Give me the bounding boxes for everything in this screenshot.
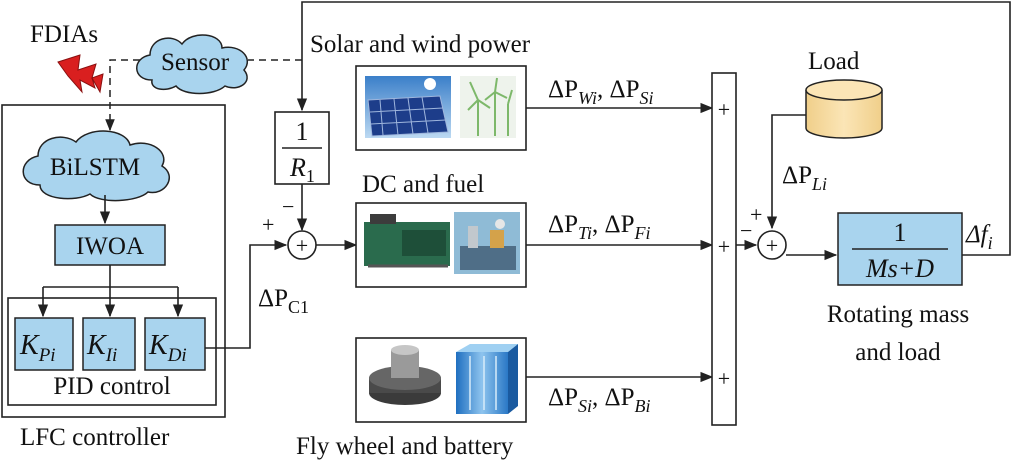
droop-numerator: 1 [296, 117, 309, 146]
frequency-feedback-line [296, 1, 1011, 256]
iwoa-label: IWOA [76, 233, 144, 260]
dc-signal-label: ΔPTi, ΔPFi [548, 211, 651, 243]
controller-output-line [205, 239, 288, 349]
iwoa-box [54, 224, 166, 266]
sum1-symbol: + [296, 233, 308, 258]
sum2-symbol: + [766, 233, 778, 258]
flywheel-battery-label: Fly wheel and battery [296, 433, 514, 460]
flywheel-icon [369, 345, 441, 405]
flywheel-signal-label: ΔPSi, ΔPBi [548, 384, 650, 416]
and-load-label: and load [855, 339, 941, 366]
sum2-minus-sign: − [740, 218, 752, 243]
sensor-to-bilstm-dashed [105, 59, 140, 132]
bilstm-label: BiLSTM [50, 154, 140, 181]
fdia-lightning-icon [57, 54, 104, 94]
sum1-minus-sign: − [282, 194, 294, 219]
battery-icon [456, 344, 518, 414]
bus-plus-3: + [718, 366, 730, 391]
kd-block [144, 317, 206, 371]
dfi-label: Δfi [965, 221, 993, 253]
solar-panel-icon [365, 76, 451, 138]
load-to-sum2-arrow [766, 114, 806, 230]
dc-fuel-label: DC and fuel [362, 171, 484, 198]
fuel-plant-icon [454, 212, 520, 274]
lfc-controller-label: LFC controller [20, 424, 170, 451]
summing-junction-2 [757, 230, 787, 260]
kd-label: KDi [148, 330, 187, 366]
sum2-plus-sign: + [750, 202, 762, 227]
load-label: Load [808, 48, 860, 75]
kp-label: KPi [19, 330, 56, 366]
droop-denominator: R1 [289, 153, 315, 186]
rotating-mass-label: Rotating mass [827, 301, 969, 328]
wind-turbine-icon [460, 76, 516, 138]
solar-wind-label: Solar and wind power [310, 31, 531, 58]
bus-plus-2: + [718, 234, 730, 259]
dpl-label: ΔPLi [782, 162, 827, 194]
summation-bus [711, 72, 737, 426]
bus-plus-1: + [718, 97, 730, 122]
pid-control-label: PID control [53, 373, 170, 400]
ki-block [82, 317, 136, 371]
fdias-label: FDIAs [30, 21, 98, 48]
kp-block [14, 317, 74, 371]
dpc1-label: ΔPC1 [258, 285, 309, 317]
load-cylinder-icon [805, 79, 883, 139]
sensor-cloud: Sensor [136, 34, 249, 95]
sensor-label: Sensor [161, 49, 230, 76]
plant-numerator: 1 [894, 218, 907, 247]
ki-label: KIi [86, 330, 117, 366]
plant-denominator: Ms+D [865, 254, 934, 283]
sum1-plus-sign: + [262, 212, 274, 237]
bilstm-cloud: BiLSTM [22, 130, 170, 202]
solar-signal-label: ΔPWi, ΔPSi [548, 76, 654, 108]
diesel-generator-icon [364, 214, 450, 268]
